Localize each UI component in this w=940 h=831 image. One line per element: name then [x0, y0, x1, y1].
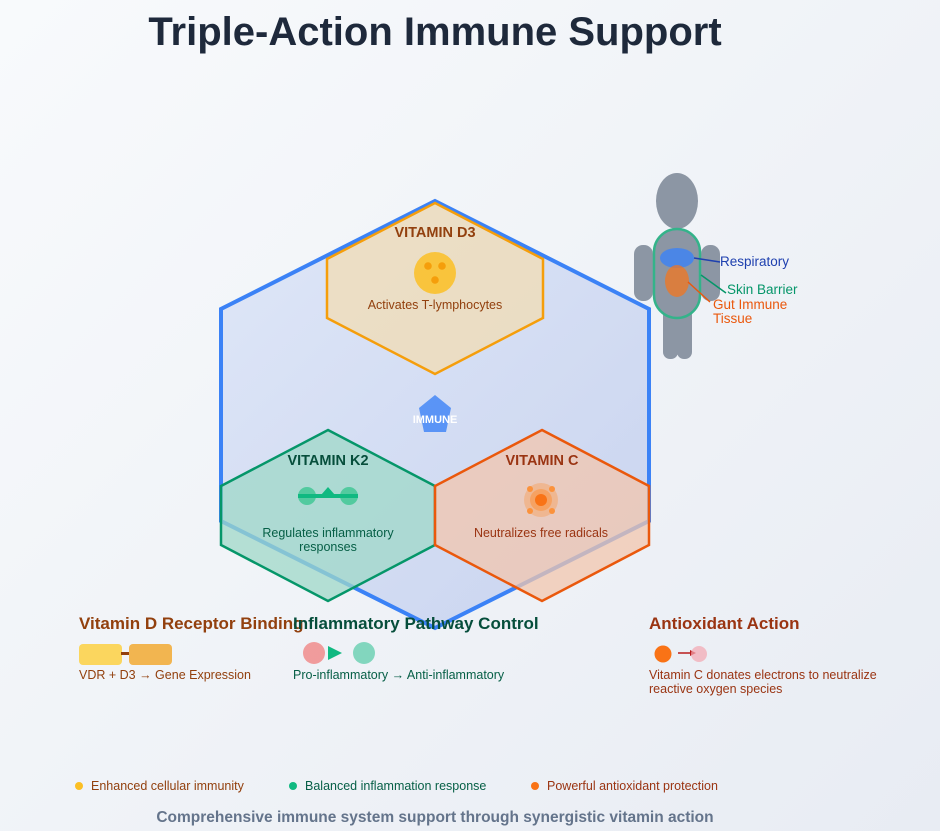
skin-barrier-label: Skin Barrier: [727, 282, 798, 297]
immune-hub[interactable]: IMMUNE: [413, 395, 458, 432]
gut-immune-label-line-1: Gut Immune: [713, 297, 787, 312]
legend-item: Enhanced cellular immunity: [75, 779, 245, 793]
legend-dot-yellow: [75, 782, 83, 790]
legend-label: Powerful antioxidant protection: [547, 779, 718, 793]
head-shape: [656, 173, 698, 229]
vitamin-k2-title: VITAMIN K2: [287, 453, 368, 469]
right-leg-shape: [677, 308, 692, 359]
legend-item: Balanced inflammation response: [289, 779, 486, 793]
radiant-orb-icon: [524, 483, 558, 517]
pentagon-icon: [419, 395, 451, 432]
vitamin-c-hexagon[interactable]: VITAMIN C Neutralizes free radicals: [433, 428, 651, 603]
vitamin-c-title: VITAMIN C: [505, 453, 579, 469]
right-arm-shape: [701, 245, 720, 301]
section-inflammatory-pathway: Inflammatory Pathway Control Pro-inflamm…: [293, 614, 539, 682]
respiratory-pointer: [693, 257, 721, 263]
legend-label: Balanced inflammation response: [305, 779, 486, 793]
section-antioxidant-action: Antioxidant Action Vitamin C donates ele…: [649, 614, 877, 696]
left-leg-shape: [663, 308, 678, 359]
gut-immune-label-line-2: Tissue: [713, 311, 752, 326]
vitamin-k2-description-line-1: Regulates inflammatory: [262, 526, 394, 540]
legend-dot-orange: [531, 782, 539, 790]
receptor-binding-icon: [79, 644, 172, 665]
respiratory-label: Respiratory: [720, 254, 789, 269]
legend-item: Powerful antioxidant protection: [531, 779, 718, 793]
section-description: VDR + D3 → Gene Expression: [79, 668, 251, 682]
vitamin-d3-title: VITAMIN D3: [394, 225, 475, 241]
skin-barrier-outline: [652, 227, 702, 320]
page-title: Triple-Action Immune Support: [148, 10, 721, 54]
vitamin-k2-description-line-2: responses: [299, 540, 357, 554]
vitamin-d3-hexagon[interactable]: VITAMIN D3 Activates T-lymphocytes: [325, 201, 545, 376]
legend-dot-green: [289, 782, 297, 790]
legend-label: Enhanced cellular immunity: [91, 779, 245, 793]
legend: Enhanced cellular immunity Balanced infl…: [75, 779, 718, 793]
section-description: Pro-inflammatory → Anti-inflammatory: [293, 668, 505, 682]
section-title: Inflammatory Pathway Control: [293, 614, 539, 633]
dotted-circle-icon: [414, 252, 456, 294]
vitamin-k2-hexagon[interactable]: VITAMIN K2 Regulates inflammatory respon…: [219, 428, 437, 603]
section-title: Vitamin D Receptor Binding: [79, 614, 304, 633]
section-description-line-1: Vitamin C donates electrons to neutraliz…: [649, 668, 877, 682]
footer-caption: Comprehensive immune system support thro…: [156, 809, 713, 826]
skin-barrier-pointer: [700, 274, 727, 294]
vitamin-c-description: Neutralizes free radicals: [474, 526, 608, 540]
respiratory-organ: [660, 248, 694, 268]
molecule-link-icon: [298, 487, 358, 505]
section-title: Antioxidant Action: [649, 614, 799, 633]
gut-organ: [665, 265, 689, 297]
immune-hub-label: IMMUNE: [413, 414, 458, 426]
left-arm-shape: [634, 245, 653, 301]
section-description-line-2: reactive oxygen species: [649, 682, 782, 696]
gut-pointer: [687, 281, 711, 303]
human-body-figure: Respiratory Skin Barrier Gut Immune Tiss…: [634, 173, 798, 359]
pathway-transition-icon: [303, 642, 375, 664]
vitamin-d3-description: Activates T-lymphocytes: [368, 298, 503, 312]
electron-donation-icon: [654, 645, 707, 663]
section-vitamin-d-receptor: Vitamin D Receptor Binding VDR + D3 → Ge…: [79, 614, 304, 682]
